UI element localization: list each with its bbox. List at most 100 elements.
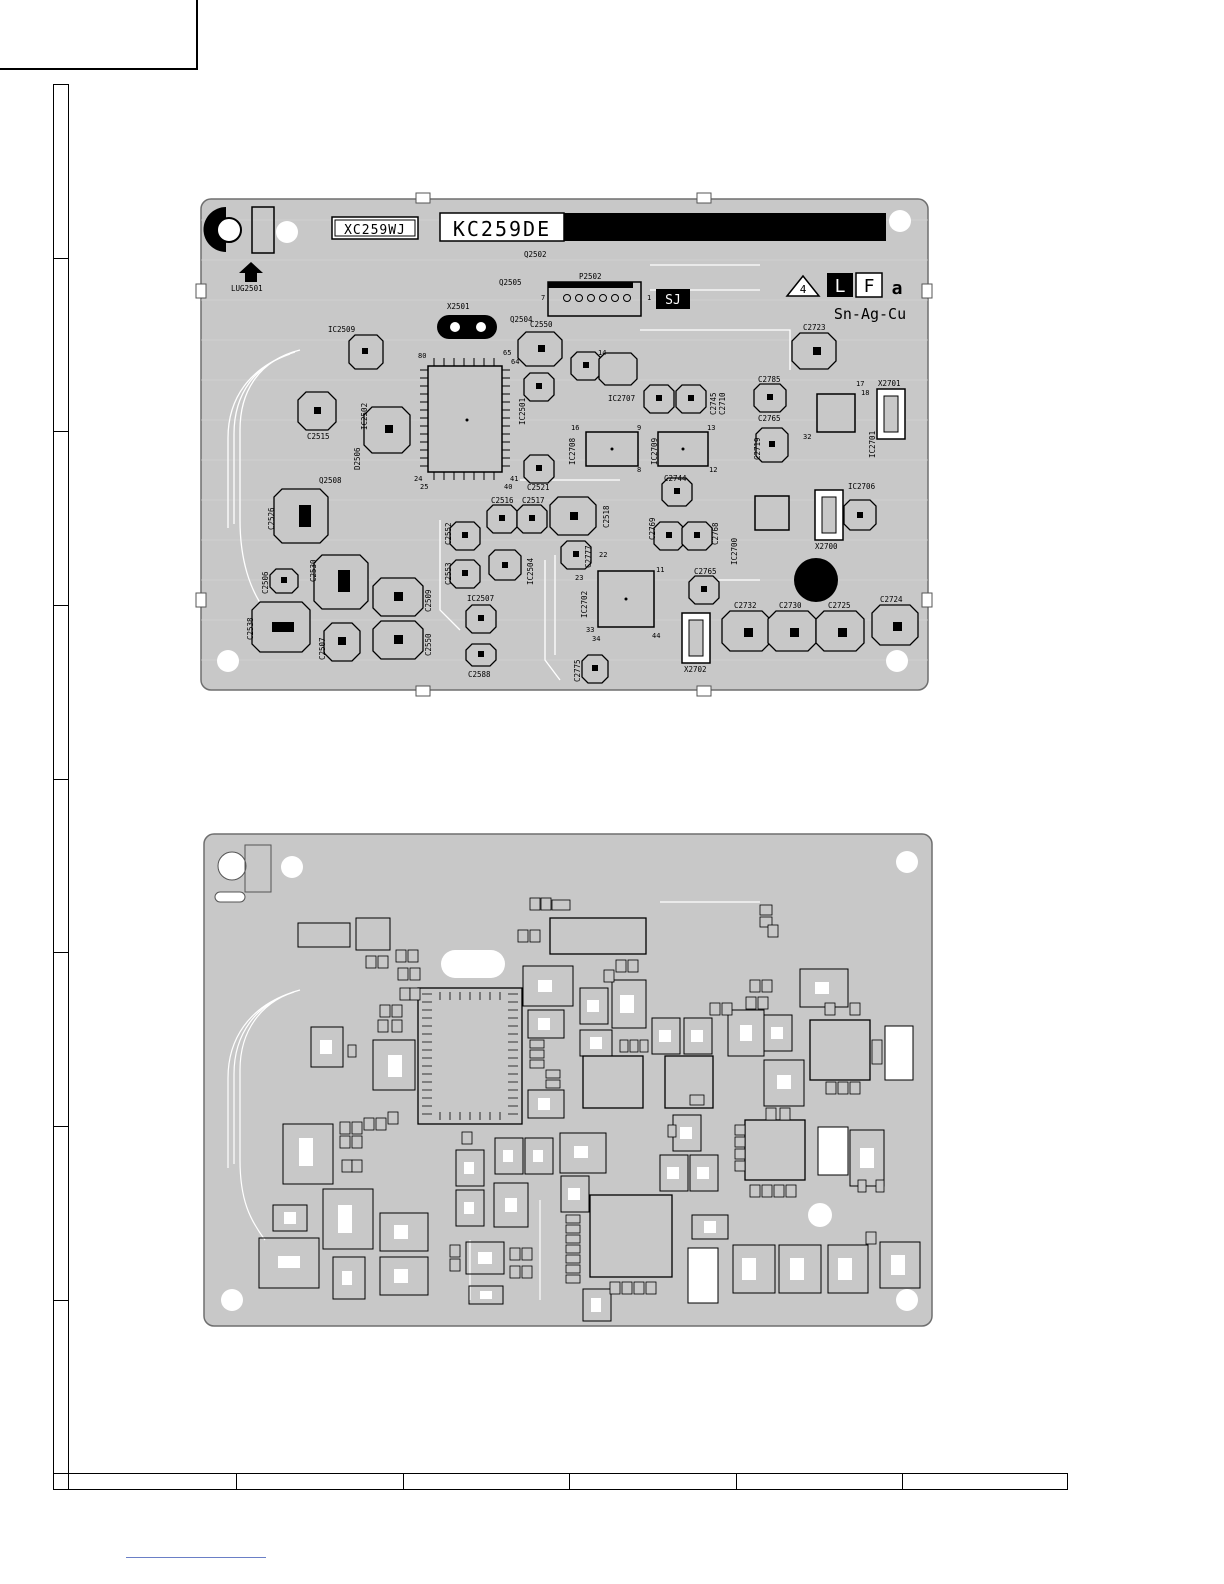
solder-alloy-label: Sn-Ag-Cu (834, 305, 906, 323)
pin-number: 8 (637, 466, 641, 474)
label-ic2501: IC2501 (518, 398, 527, 425)
label-c2552: C2552 (444, 522, 453, 545)
label-c2785: C2785 (758, 375, 781, 384)
label-c2517: C2517 (522, 496, 545, 505)
label-c2725: C2725 (828, 601, 851, 610)
label-ic2709: IC2709 (650, 438, 659, 465)
pin-number: 80 (418, 352, 426, 360)
lead-free-letter-l: L (835, 276, 846, 297)
frame-bottom-tick (736, 1473, 737, 1490)
pin-number: 23 (575, 574, 583, 582)
label-c2538: C2538 (246, 617, 255, 640)
label-x2701: X2701 (878, 379, 901, 388)
pin-number: 40 (504, 483, 512, 491)
frame-bottom-tick (569, 1473, 570, 1490)
pin-number: 16 (571, 424, 579, 432)
frame-tick (53, 431, 69, 432)
label-x2501: X2501 (447, 302, 470, 311)
pin-number: 32 (803, 433, 811, 441)
label-c2526: C2526 (267, 507, 276, 530)
label-c2521: C2521 (527, 483, 550, 492)
label-ic2708: IC2708 (568, 437, 577, 465)
lead-free-letter-f: F (864, 276, 875, 297)
label-c2723: C2723 (803, 323, 826, 332)
label-q2502: Q2502 (524, 250, 547, 259)
pin-number: 25 (420, 483, 428, 491)
label-c2730: C2730 (779, 601, 802, 610)
label-ic2701: IC2701 (868, 431, 877, 458)
label-c2550b: C2550 (424, 633, 433, 656)
pin-number: 9 (637, 424, 641, 432)
label-ic2700: IC2700 (730, 537, 739, 565)
bottom-board (203, 833, 933, 1327)
pin-number: 14 (598, 349, 606, 357)
pin-number: 44 (652, 632, 660, 640)
label-c2768: C2768 (711, 522, 720, 545)
frame-tick (53, 605, 69, 606)
label-ic2706: IC2706 (848, 482, 876, 491)
label-c2765: C2765 (758, 414, 781, 423)
pin-number: 1 (647, 294, 651, 302)
label-c2745: C2745 (709, 392, 718, 415)
frame-bottom-tick (902, 1473, 903, 1490)
label-lug: LUG2501 (231, 284, 263, 293)
pin-number: 33 (586, 626, 594, 634)
pin-number: 41 (510, 475, 518, 483)
label-x2700: X2700 (815, 542, 838, 551)
label-ic2702: IC2702 (580, 591, 589, 618)
boxed-part-code: XC259WJ (344, 223, 406, 238)
frame-tick (53, 1300, 69, 1301)
lead-free-letter-a: a (892, 278, 903, 299)
label-c2777: C2777 (584, 545, 593, 568)
label-c2744: C2744 (664, 474, 687, 483)
label-c2765b: C2765 (694, 567, 717, 576)
label-c2518: C2518 (602, 505, 611, 528)
label-c2710: C2710 (718, 392, 727, 415)
frame-tick (53, 258, 69, 259)
label-c2550: C2550 (530, 320, 553, 329)
label-q2508: Q2508 (319, 476, 342, 485)
pin-number: 12 (709, 466, 717, 474)
label-c2588: C2588 (468, 670, 491, 679)
label-c2719: C2719 (753, 437, 762, 460)
pin-number: 24 (414, 475, 422, 483)
label-c2769: C2769 (648, 517, 657, 540)
pin-number: 65 (503, 349, 511, 357)
pin-number: 18 (861, 389, 869, 397)
label-q2505: Q2505 (499, 278, 522, 287)
pin-number: 13 (707, 424, 715, 432)
sheet-frame-bottom (53, 1473, 1068, 1490)
lead-free-number: 4 (800, 283, 807, 296)
footer-link-underline (126, 1557, 266, 1558)
label-c2530: C2530 (309, 559, 318, 582)
pin-number: 11 (656, 566, 664, 574)
pin-number: 7 (541, 294, 545, 302)
label-c2509: C2509 (424, 589, 433, 612)
label-q2504: Q2504 (510, 315, 533, 324)
frame-tick (53, 779, 69, 780)
label-c2553: C2553 (444, 562, 453, 585)
label-c2775: C2775 (573, 659, 582, 682)
frame-tick (53, 1126, 69, 1127)
label-c2724: C2724 (880, 595, 903, 604)
label-c2507: C2507 (318, 637, 327, 660)
frame-bottom-tick (403, 1473, 404, 1490)
label-c2516: C2516 (491, 496, 514, 505)
label-d2506: D2506 (353, 447, 362, 470)
pin-number: 22 (599, 551, 607, 559)
label-p2502: P2502 (579, 272, 602, 281)
frame-bottom-tick (236, 1473, 237, 1490)
large-part-code: KC259DE (453, 217, 551, 241)
fiducial-dot (794, 558, 838, 602)
top-board: XC259WJ KC259DE SJ 4 L F a Sn-Ag-Cu LUG2… (195, 192, 933, 697)
label-ic2509: IC2509 (328, 325, 355, 334)
label-c2732: C2732 (734, 601, 757, 610)
solder-mark-label: SJ (665, 293, 681, 308)
pin-number: 64 (511, 358, 519, 366)
label-ic2502: IC2502 (360, 403, 369, 430)
label-ic2504: IC2504 (526, 557, 535, 585)
label-c2515: C2515 (307, 432, 330, 441)
pin-number: 34 (592, 635, 600, 643)
label-x2702: X2702 (684, 665, 707, 674)
label-ic2707: IC2707 (608, 394, 635, 403)
